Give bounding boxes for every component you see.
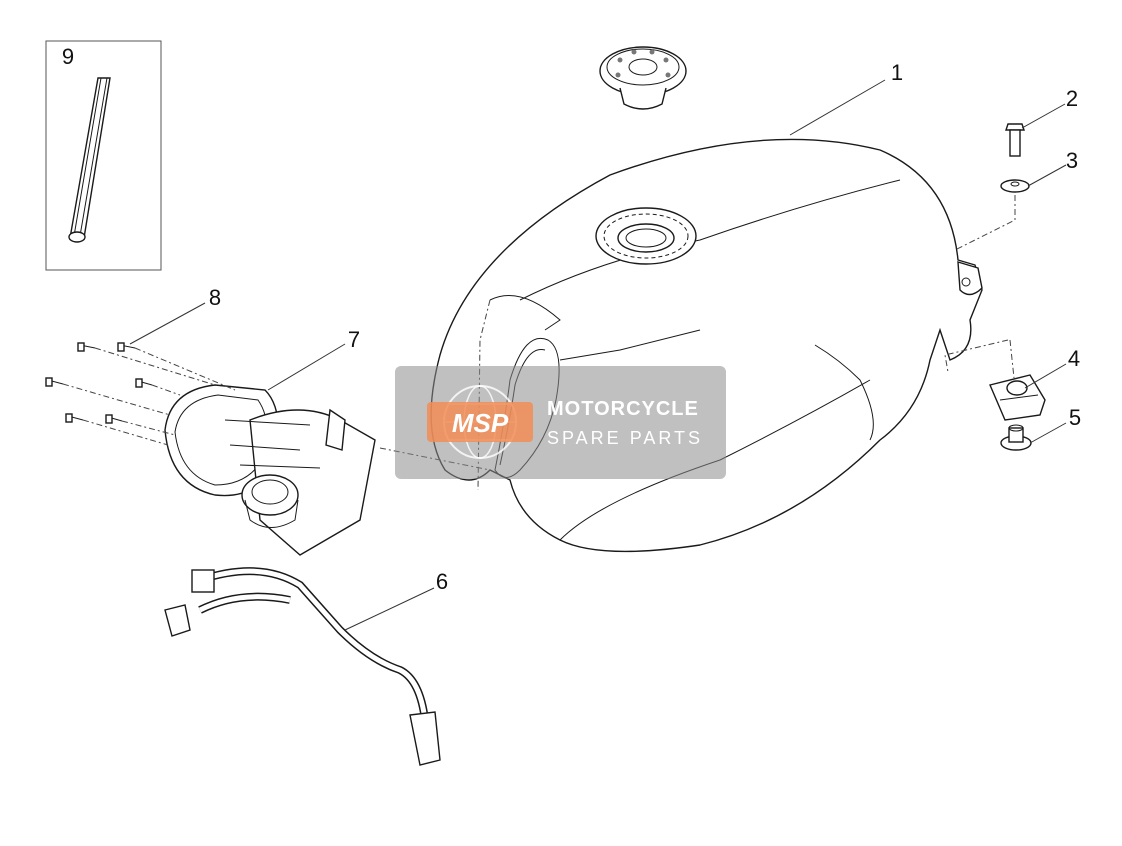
callout-8: 8 [209, 285, 221, 310]
part-2-bolt [1005, 123, 1025, 157]
msp-logo-text: MSP [452, 408, 509, 438]
callout-2: 2 [1066, 86, 1078, 111]
callout-7: 7 [348, 327, 360, 352]
watermark-line1: MOTORCYCLE [547, 398, 699, 420]
watermark-panel [395, 366, 726, 479]
part-8-screws [45, 342, 153, 424]
callout-4: 4 [1068, 346, 1080, 371]
callout-3: 3 [1066, 148, 1078, 173]
watermark-line2: SPARE PARTS [547, 428, 703, 448]
callout-5: 5 [1069, 405, 1081, 430]
callout-leaders [129, 79, 1067, 631]
part-4-mount [989, 374, 1046, 421]
part-3-washer [1000, 179, 1030, 193]
callout-9: 9 [62, 44, 74, 69]
part-9-inset [45, 40, 162, 271]
fuel-tank [430, 138, 983, 553]
fuel-cap [599, 46, 687, 110]
callout-6: 6 [436, 569, 448, 594]
msp-logo [427, 402, 533, 442]
watermark: MSP MOTORCYCLE SPARE PARTS [395, 366, 726, 479]
callout-labels: 9 1 2 3 8 7 4 5 6 [62, 44, 1081, 594]
callout-1: 1 [891, 60, 903, 85]
part-7-fuel-pump [164, 384, 376, 556]
part-5-bushing [1000, 424, 1032, 451]
part-6-fuel-hose [164, 567, 441, 766]
